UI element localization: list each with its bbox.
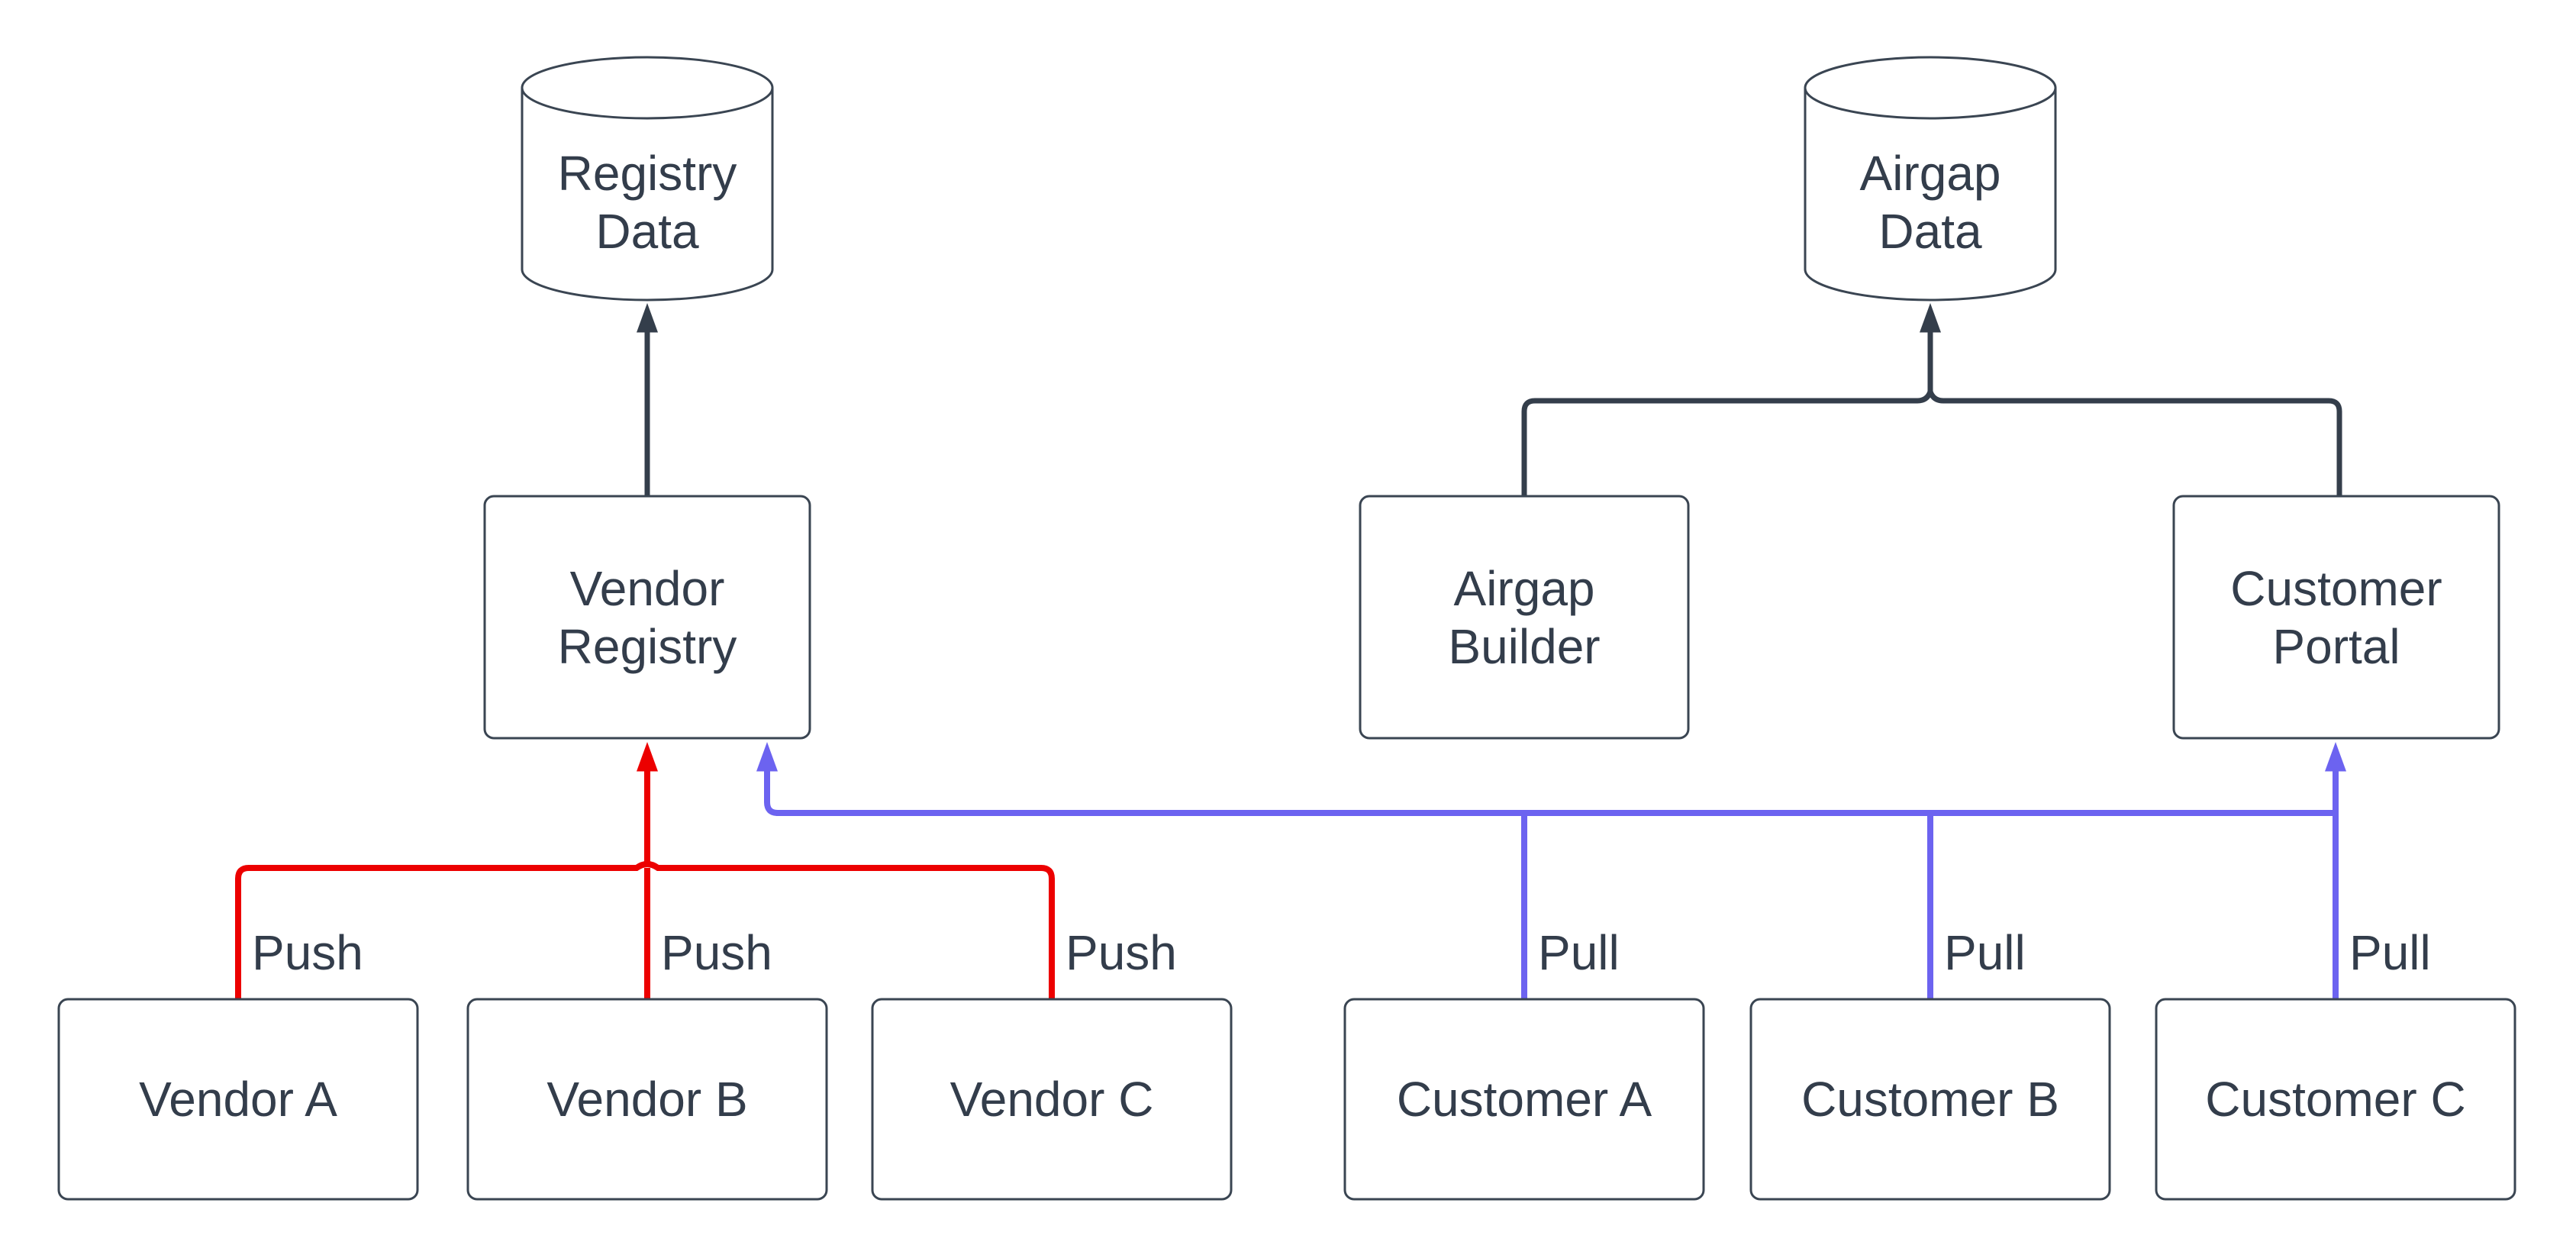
node-box-customer-c [2155, 998, 2516, 1201]
cylinder-airgap-data [1804, 56, 2057, 302]
node-box-customer-a [1343, 998, 1705, 1201]
node-box-vendor-b [466, 998, 828, 1201]
cylinder-registry-data-lid [521, 87, 774, 120]
node-box-customer-b [1749, 998, 2111, 1201]
cylinder-registry-data [521, 56, 774, 302]
cylinder-airgap-data-lid [1804, 87, 2057, 120]
node-box-airgap-builder [1359, 495, 1690, 740]
node-box-vendor-a [57, 998, 419, 1201]
node-box-vendor-registry [483, 495, 811, 740]
edge-airgap-builder-to-airgap-data [1521, 390, 1933, 496]
cylinder-airgap-data-body [1804, 56, 2057, 302]
edge-customer-portal-to-airgap-data [1927, 390, 2342, 496]
pull-edge-rail-into-vendor-registry [756, 742, 2336, 816]
node-box-vendor-c [871, 998, 1233, 1201]
node-box-customer-portal [2172, 495, 2500, 740]
cylinder-registry-data-body [521, 56, 774, 302]
